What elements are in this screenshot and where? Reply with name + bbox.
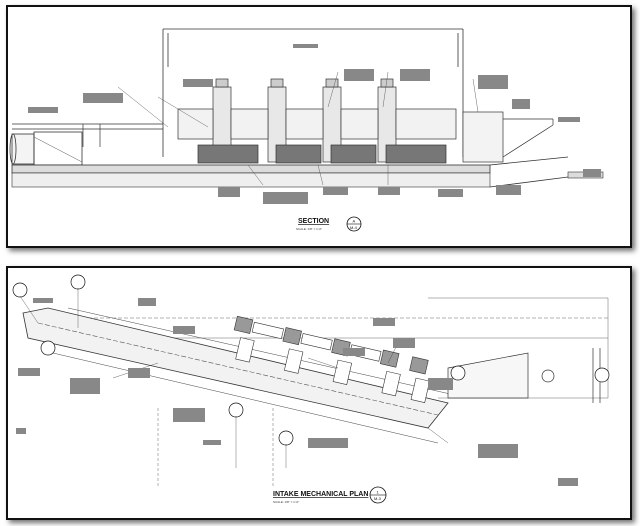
plan-title-block: INTAKE MECHANICAL PLAN SCALE: 1/8" = 1'-… [273, 486, 387, 504]
grid-bubbles [12, 274, 610, 446]
plan-screen-units [233, 315, 430, 403]
plan-outlet-right [447, 348, 601, 403]
plan-scale: SCALE: 1/8" = 1'-0" [273, 500, 299, 504]
section-annotation-text [28, 44, 601, 204]
section-title-block: SECTION SCALE: 1/8" = 1'-0" A M-4 [296, 216, 362, 232]
section-leaders [117, 71, 479, 186]
building-roof-outline [162, 28, 464, 157]
plan-drawing: INTAKE MECHANICAL PLAN SCALE: 1/8" = 1'-… [12, 274, 610, 504]
plan-annotation-text [16, 298, 578, 486]
handrail-left [12, 123, 163, 147]
outlet-structure-right [462, 111, 554, 163]
plan-bubble-top: 1 [377, 490, 380, 495]
section-title: SECTION [298, 218, 329, 225]
plan-title: INTAKE MECHANICAL PLAN [273, 491, 368, 498]
intake-pipe-left [9, 131, 83, 166]
traveling-screen-units [177, 78, 457, 164]
section-bubble-top: A [353, 219, 356, 224]
section-scale: SCALE: 1/8" = 1'-0" [296, 227, 322, 231]
section-drawing-panel: SECTION SCALE: 1/8" = 1'-0" A M-4 [6, 5, 632, 248]
plan-bubble-bottom: M-3 [374, 496, 382, 501]
plan-drawing-panel: INTAKE MECHANICAL PLAN SCALE: 1/8" = 1'-… [6, 266, 632, 520]
section-bubble-bottom: M-4 [350, 225, 358, 230]
section-drawing: SECTION SCALE: 1/8" = 1'-0" A M-4 [9, 28, 604, 232]
intake-channel-diagonal [22, 307, 469, 444]
